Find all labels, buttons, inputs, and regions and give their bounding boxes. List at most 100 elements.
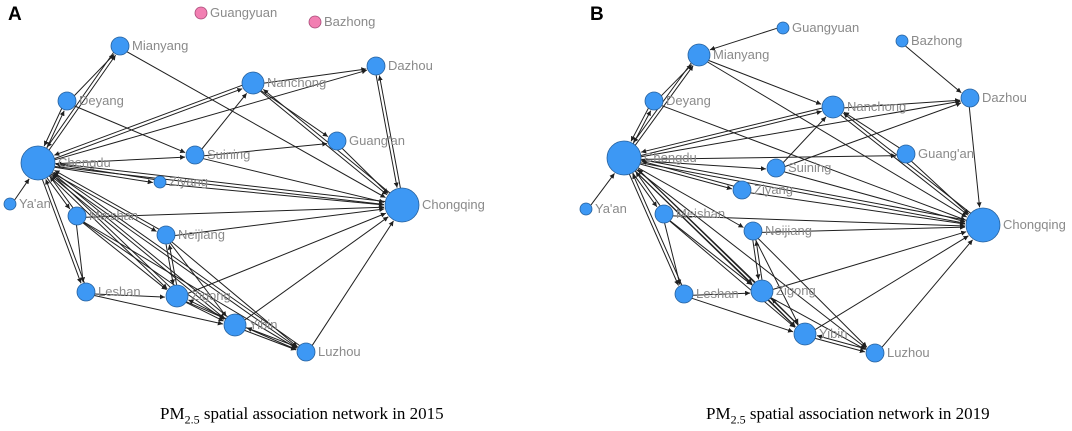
edge-neijiang-to-yibin: [755, 239, 799, 325]
edge-mianyang-to-chongqing: [126, 51, 386, 199]
edge-chongqing-to-chengdu: [56, 161, 386, 202]
edge-chengdu-to-yibin: [49, 174, 226, 319]
edge-chengdu-to-ziyang: [54, 166, 153, 185]
edge-zigong-to-chongqing: [187, 212, 387, 294]
edge-suining-to-nanchong: [782, 116, 827, 163]
edge-yibin-to-luzhou: [815, 337, 866, 354]
node-leshan: Leshan: [674, 284, 739, 304]
node-label: Meishan: [89, 208, 138, 223]
edge-dazhou-to-chongqing: [968, 107, 982, 208]
edge-chengdu-to-mianyang: [634, 65, 694, 146]
edge-yibin-to-chongqing: [814, 235, 969, 331]
edge-meishan-to-zigong: [82, 222, 167, 291]
edge-chengdu-to-mianyang: [48, 54, 117, 151]
node-circle: [366, 56, 386, 76]
node-chongqing: Chongqing: [384, 187, 485, 223]
node-label: Chengdu: [644, 150, 697, 165]
node-meishan: Meishan: [67, 206, 138, 226]
edge-meishan-to-luzhou: [83, 221, 297, 349]
node-circle: [384, 187, 420, 223]
edge-zigong-to-chongqing: [772, 230, 967, 290]
node-neijiang: Neijiang: [743, 221, 812, 241]
node-label: Leshan: [98, 284, 141, 299]
node-circle: [674, 284, 694, 304]
edge-chengdu-to-nanchong: [640, 110, 822, 156]
edge-nanchong-to-chengdu: [640, 107, 823, 154]
edge-zigong-to-yibin: [185, 301, 224, 322]
node-nanchong: Nanchong: [821, 95, 906, 119]
edge-nanchong-to-dazhou: [264, 67, 367, 84]
edge-deyang-to-suining: [74, 105, 186, 154]
edge-mianyang-to-chengdu: [46, 52, 114, 148]
edge-leshan-to-yibin: [691, 297, 794, 333]
edge-yibin-to-chongqing: [244, 216, 389, 321]
edge-suining-to-nanchong: [201, 92, 248, 150]
edge-chengdu-to-zigong: [48, 175, 168, 290]
node-nanchong: Nanchong: [241, 71, 326, 95]
node-circle: [766, 158, 786, 178]
edge-ziyang-to-chongqing: [750, 192, 966, 226]
node-label: Luzhou: [887, 345, 930, 360]
node-label: Dazhou: [982, 90, 1027, 105]
node-leshan: Leshan: [76, 282, 141, 302]
node-neijiang: Neijiang: [156, 225, 225, 245]
edge-leshan-to-chengdu: [632, 173, 683, 286]
node-label: Chongqing: [1003, 217, 1066, 232]
edge-chengdu-to-meishan: [46, 177, 71, 210]
edge-luzhou-to-yibin: [246, 327, 299, 348]
node-circle: [750, 279, 774, 303]
node-luzhou: Luzhou: [865, 343, 930, 363]
edge-meishan-to-chongqing: [672, 215, 966, 229]
edge-mianyang-to-chongqing: [707, 61, 967, 218]
node-circle: [20, 145, 56, 181]
node-guangyuan: Guangyuan: [194, 5, 277, 20]
edge-chengdu-to-deyang: [632, 110, 652, 144]
node-meishan: Meishan: [654, 204, 725, 224]
edge-chengdu-to-neijiang: [51, 172, 157, 232]
edge-luzhou-to-chongqing: [881, 239, 973, 348]
node-circle: [185, 145, 205, 165]
edge-bazhong-to-dazhou: [905, 45, 962, 94]
node-label: Meishan: [676, 206, 725, 221]
node-deyang: Deyang: [644, 91, 711, 111]
edge-chongqing-to-dazhou: [377, 75, 401, 189]
edge-leshan-to-yibin: [94, 295, 224, 326]
edge-yibin-to-chengdu: [52, 172, 228, 318]
node-ya-an: Ya'an: [579, 201, 627, 216]
edge-ya-an-to-chengdu: [590, 173, 615, 206]
node-label: Yibin: [819, 326, 847, 341]
panel-letter: B: [590, 4, 604, 25]
node-label: Deyang: [79, 93, 124, 108]
edge-suining-to-dazhou: [784, 102, 962, 167]
node-circle: [165, 284, 189, 308]
node-label: Zigong: [776, 283, 816, 298]
node-label: Nanchong: [847, 99, 906, 114]
edge-zigong-to-neijiang: [754, 240, 763, 280]
node-ziyang: Ziyang: [153, 174, 208, 189]
node-circle: [895, 34, 909, 48]
node-chongqing: Chongqing: [965, 207, 1066, 243]
panel-caption: PM2.5 spatial association network in 201…: [706, 404, 990, 427]
node-circle: [110, 36, 130, 56]
node-label: Zigong: [191, 288, 231, 303]
edge-luzhou-to-chongqing: [311, 220, 394, 346]
edge-neijiang-to-yibin: [169, 242, 227, 317]
edge-deyang-to-mianyang: [74, 53, 115, 96]
node-label: Chengdu: [58, 155, 111, 170]
node-label: Dazhou: [388, 58, 433, 73]
node-label: Suining: [788, 160, 831, 175]
node-circle: [327, 131, 347, 151]
node-layer: GuangyuanBazhongMianyangDazhouNanchongDe…: [3, 5, 485, 362]
edge-nanchong-to-dazhou: [844, 98, 961, 109]
edge-yibin-to-luzhou: [244, 329, 297, 351]
node-luzhou: Luzhou: [296, 342, 361, 362]
edge-guang-an-to-chongqing: [911, 160, 970, 215]
node-chengdu: Chengdu: [20, 145, 111, 181]
node-label: Neijiang: [765, 223, 812, 238]
node-label: Ya'an: [19, 196, 51, 211]
edge-guang-an-to-chongqing: [341, 148, 389, 194]
edge-chengdu-to-luzhou: [50, 173, 298, 348]
node-circle: [308, 15, 322, 29]
edge-neijiang-to-chengdu: [54, 169, 160, 230]
